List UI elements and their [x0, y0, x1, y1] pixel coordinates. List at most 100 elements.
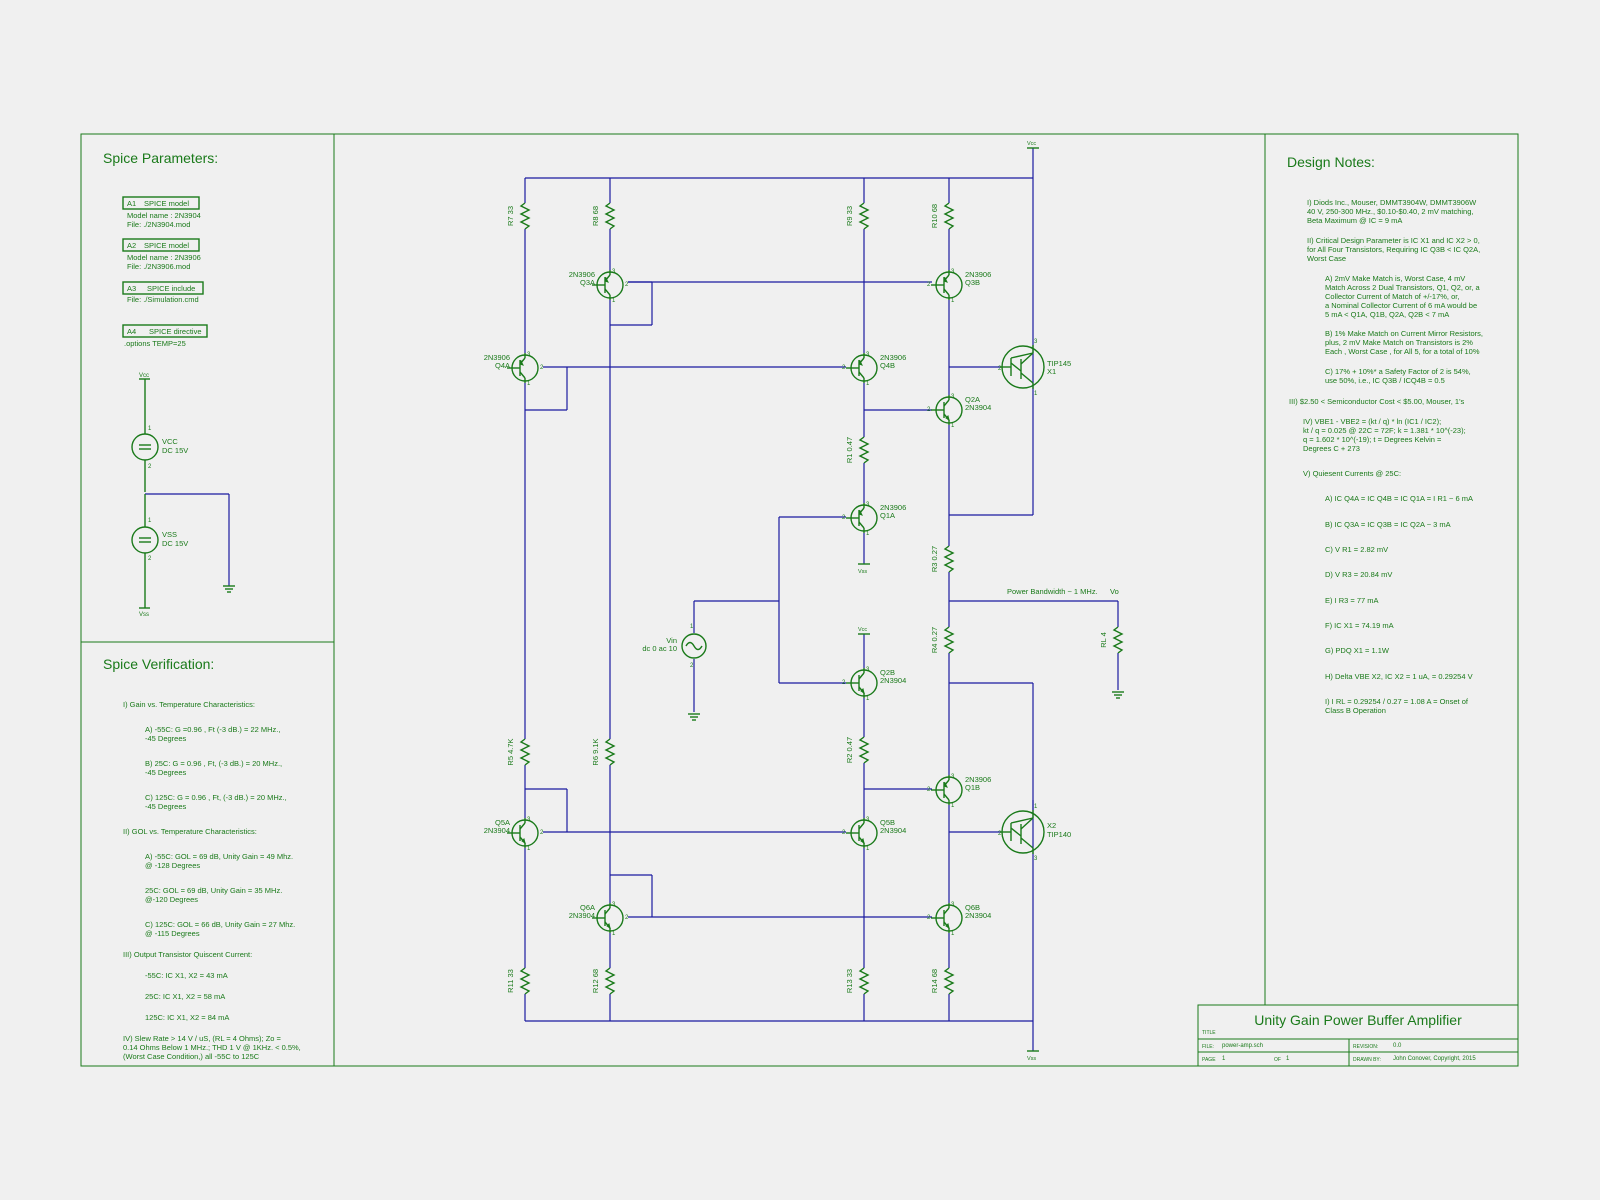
resistor-label: R14 68: [930, 969, 939, 993]
note-line: D) V R3 = 20.84 mV: [1325, 570, 1392, 579]
verification-line: 25C: GOL = 69 dB, Unity Gain = 35 MHz.: [145, 886, 282, 895]
part-label: X2: [1047, 821, 1056, 830]
verification-line: I) Gain vs. Temperature Characteristics:: [123, 700, 255, 709]
verification-line: -45 Degrees: [145, 768, 187, 777]
title-block: Unity Gain Power Buffer Amplifier TITLE …: [1197, 1004, 1519, 1067]
note-line: C) 17% + 10%* a Safety Factor of 2 is 54…: [1325, 367, 1471, 376]
pin-number: 2: [998, 366, 1002, 372]
block-line: File: ./2N3904.mod: [127, 220, 190, 229]
verification-line: C) 125C: G = 0.96 , Ft, (-3 dB.) = 20 MH…: [145, 793, 287, 802]
pin-number: 3: [612, 269, 616, 275]
pin-number: 2: [842, 680, 846, 686]
part-label: 2N3906: [880, 353, 906, 362]
resistor-r2: R2 0.47: [845, 736, 870, 764]
note-line: q = 1.602 * 10^(-19); t = Degrees Kelvin…: [1303, 435, 1442, 444]
vcc-value: DC 15V: [162, 446, 188, 455]
resistor-label: RL 4: [1099, 632, 1108, 648]
part-label: 2N3904: [484, 826, 510, 835]
pin-number: 1: [951, 298, 955, 304]
part-label: Q1A: [880, 511, 895, 520]
net-label-vcc: Vcc: [139, 373, 149, 379]
note-line: G) PDQ X1 = 1.1W: [1325, 646, 1390, 655]
pin-number: 1: [866, 531, 870, 537]
part-label: 2N3904: [965, 911, 991, 920]
verification-line: -45 Degrees: [145, 734, 187, 743]
revision-value: 0.0: [1393, 1043, 1402, 1049]
note-line: use 50%, i.e., IC Q3B / ICQ4B = 0.5: [1325, 376, 1445, 385]
block-line: Model name : 2N3904: [127, 211, 201, 220]
note-line: Beta Maximum @ IC = 9 mA: [1307, 216, 1402, 225]
block-tag: A4: [127, 327, 136, 336]
note-line: 5 mA < Q1A, Q1B, Q2A, Q2B < 7 mA: [1325, 310, 1449, 319]
spice-verification-heading: Spice Verification:: [103, 656, 214, 672]
part-label: 2N3904: [880, 826, 906, 835]
part-label: Q1B: [965, 783, 980, 792]
verification-line: -45 Degrees: [145, 802, 187, 811]
part-label: TIP140: [1047, 830, 1071, 839]
verification-line: B) 25C: G = 0.96 , Ft, (-3 dB.) = 20 MHz…: [145, 759, 282, 768]
vcc-name: VCC: [162, 437, 178, 446]
resistor-label: R10 68: [930, 204, 939, 228]
note-line: I) I RL = 0.29254 / 0.27 = 1.08 A = Onse…: [1325, 697, 1469, 706]
part-label: Q6B: [965, 903, 980, 912]
title-block-title: Unity Gain Power Buffer Amplifier: [1254, 1012, 1462, 1028]
net-label-vss: Vss: [858, 569, 867, 575]
pin-number: 3: [866, 352, 870, 358]
part-label: X1: [1047, 367, 1056, 376]
block-tag: A1: [127, 199, 136, 208]
vss-name: VSS: [162, 530, 177, 539]
pin-number: 3: [951, 774, 955, 780]
resistor-label: R4 0.27: [930, 627, 939, 653]
part-label: 2N3904: [569, 911, 595, 920]
design-notes-heading: Design Notes:: [1287, 154, 1375, 170]
note-line: E) I R3 = 77 mA: [1325, 596, 1379, 605]
note-line: plus, 2 mV Make Match on Transistors is …: [1325, 338, 1473, 347]
pin-number: 2: [540, 830, 544, 836]
block-title: SPICE include: [147, 284, 195, 293]
part-label: 2N3906: [965, 775, 991, 784]
note-line: Match Across 2 Dual Transistors, Q1, Q2,…: [1325, 283, 1480, 292]
page-value: 1: [1222, 1056, 1226, 1062]
note-line: H) Delta VBE X2, IC X2 = 1 uA, = 0.29254…: [1325, 672, 1473, 681]
pin-number: 2: [540, 365, 544, 371]
ground-icon: [688, 713, 700, 721]
pin-number: 3: [527, 817, 531, 823]
pin-number: 1: [527, 381, 531, 387]
part-label: 2N3906: [880, 503, 906, 512]
of-value: 1: [1286, 1056, 1290, 1062]
note-line: IV) VBE1 - VBE2 = (kt / q) * ln (IC1 / I…: [1303, 417, 1441, 426]
verification-line: IV) Slew Rate > 14 V / uS, (RL = 4 Ohms)…: [123, 1034, 282, 1043]
spice-block-a2: A2 SPICE model Model name : 2N3906 File:…: [122, 238, 201, 271]
vin-value: dc 0 ac 10: [642, 644, 677, 653]
pin-number: 3: [612, 902, 616, 908]
resistor-label: R9 33: [845, 206, 854, 226]
spice-block-a4: A4 SPICE directive .options TEMP=25: [122, 324, 208, 348]
pin-number: 1: [866, 381, 870, 387]
resistor-r5: R5 4.7K: [506, 738, 531, 766]
pin-number: 1: [866, 846, 870, 852]
resistor-r11: R11 33: [506, 967, 531, 995]
block-title: SPICE model: [144, 199, 189, 208]
ground-icon: [223, 585, 235, 593]
pin-number: 2: [842, 365, 846, 371]
verification-line: -55C: IC X1, X2 = 43 mA: [145, 971, 228, 980]
vss-value: DC 15V: [162, 539, 188, 548]
verification-line: @ -128 Degrees: [145, 861, 200, 870]
page-label: PAGE: [1202, 1057, 1216, 1063]
spice-verification-text: I) Gain vs. Temperature Characteristics:…: [123, 700, 301, 1061]
pin-number: 2: [625, 915, 629, 921]
input-source: 1 2 Vin dc 0 ac 10: [642, 624, 707, 669]
part-label: 2N3904: [880, 676, 906, 685]
resistor-label: R5 4.7K: [506, 738, 515, 765]
pin-number: 3: [866, 667, 870, 673]
bandwidth-note: Power Bandwidth ~ 1 MHz.: [1007, 587, 1098, 596]
part-label: Q4B: [880, 361, 895, 370]
resistor-label: R11 33: [506, 969, 515, 993]
part-label: 2N3906: [965, 270, 991, 279]
